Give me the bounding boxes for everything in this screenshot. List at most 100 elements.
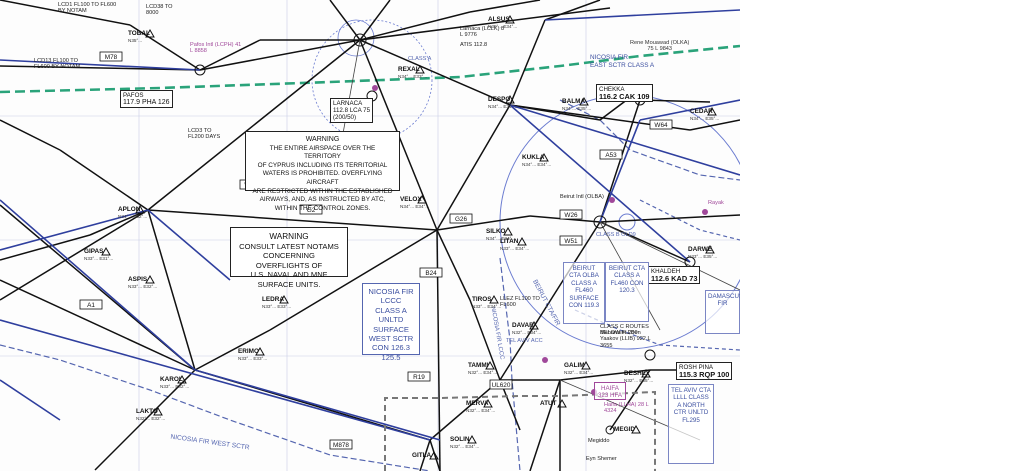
navaid-roshpina-freq: 115.3 RQP 100 (679, 370, 730, 379)
waypoint-davar[interactable]: DAVAR (512, 322, 534, 329)
beirut-olba-class: BEIRUT CTA OLBA CLASS A FL460 SURFACE CO… (563, 262, 605, 324)
fir-west-line-6: CON 126.3 125.5 (372, 343, 410, 362)
waypoint-coord-davar: N32°... E34°... (512, 330, 542, 335)
waypoint-karol[interactable]: KAROL (160, 376, 183, 383)
airway-tag-box-r19 (407, 371, 431, 382)
waypoint-coord-litan: N33°... E34°... (500, 246, 530, 251)
waypoint-rexal[interactable]: REXAL (398, 66, 420, 73)
airway-tag-ul620: UL620 (492, 382, 511, 389)
label-eyn-shemer: Eyn Shemer (586, 456, 617, 462)
waypoint-triangle-gitla (429, 450, 439, 460)
nicosia-fir-east-top: NICOSIA FIR EAST SCTR CLASS A (590, 54, 654, 69)
waypoint-coord-tobal: N35°... (128, 38, 143, 43)
label-fir-class-a: CLASS A (408, 56, 432, 62)
waypoint-triangle-velox (417, 194, 427, 204)
label-beirut-intl: Beirut Intl (OLBA) (560, 194, 604, 200)
fir-east-line-0: NICOSIA FIR (590, 54, 628, 61)
fir-west-line-1: LCCC (380, 296, 402, 306)
waypoint-lakto[interactable]: LAKTO (136, 408, 158, 415)
waypoint-coord-galim: N32°... E34°... (564, 370, 594, 375)
navaid-khalde-freq: 112.6 KAD 73 (651, 274, 698, 283)
waypoint-gitla[interactable]: GITLA (412, 452, 432, 459)
waypoint-galim[interactable]: GALIM (564, 362, 585, 369)
label-haifa-apt: Haifa (LLHA) 28 L 4324 (604, 402, 649, 415)
navaid-chekka-name: CHEKKA (599, 86, 625, 93)
navaid-roshpina[interactable]: ROSH PINA 115.3 RQP 100 (676, 362, 733, 380)
navaid-larnaca[interactable]: LARNACA 112.8 LCA 75 (200/50) (330, 98, 374, 123)
waypoint-gipas[interactable]: GIPAS (84, 248, 104, 255)
waypoint-coord-despo: N34°... E34°... (488, 104, 518, 109)
waypoint-coord-gipas: N33°... E31°... (84, 256, 114, 261)
fir-west-line-5: WEST SCTR (368, 334, 414, 344)
airway-tag-g26: G26 (455, 216, 468, 223)
waypoint-coord-erimo: N33°... E33°... (238, 356, 268, 361)
waypoint-triangle-solin (467, 434, 477, 444)
waypoint-velox[interactable]: VELOX (400, 196, 422, 203)
waypoint-cedar[interactable]: CEDAR (690, 108, 713, 115)
airway-tag-box-w26 (559, 209, 583, 220)
aeronautical-chart[interactable]: G2G26W26W53M78M878B24A1A53UL620W51W64R19… (0, 0, 740, 471)
waypoint-triangle-balma (579, 96, 589, 106)
waypoint-coord-aspis: N33°... E32°... (128, 284, 158, 289)
waypoint-triangle-karol (177, 374, 187, 384)
navaid-olka[interactable]: Rene Mouawad (OLKA) 75 L 9843 (630, 40, 689, 53)
waypoint-triangle-alsus (505, 14, 515, 24)
restricted-area-boundary (384, 390, 656, 471)
damascus-class: DAMASCUS FIR (705, 290, 740, 334)
waypoint-ledra[interactable]: LEDRA (262, 296, 285, 303)
waypoint-triangle-ledra (279, 294, 289, 304)
waypoint-tobal[interactable]: TOBAL (128, 30, 150, 37)
waypoint-aspis[interactable]: ASPIS (128, 276, 148, 283)
waypoint-triangle-lakto (153, 406, 163, 416)
waypoint-atut[interactable]: ATUT (540, 400, 557, 407)
beirut-cta-class: BEIRUT CTA CLASS A FL460 CON 120.3 (605, 262, 649, 322)
navaid-pafos-freq: 117.9 PHA 126 (123, 99, 170, 106)
airway-tag-box-w64 (649, 119, 673, 130)
waypoint-alsus[interactable]: ALSUS (488, 16, 510, 23)
airway-tag-box-w51 (559, 235, 583, 246)
label-mahanaim: Mahanaim I Ben Yaakov (LLIB) 922 L 3655 (600, 330, 651, 349)
waypoint-triangle-galim (581, 360, 591, 370)
haifa-class: HAIFA 323 HFA (594, 382, 626, 400)
airway-tag-b24: B24 (425, 270, 437, 277)
warning-cyprus-line-1: THE ENTIRE AIRSPACE OVER THE TERRITORY (269, 144, 376, 161)
waypoint-aplon[interactable]: APLON (118, 206, 141, 213)
airway-tag-w26: W26 (564, 212, 578, 219)
waypoint-deshe[interactable]: DESHE (624, 370, 647, 377)
waypoint-triangle-deshe (641, 368, 651, 378)
airway-tag-a1: A1 (87, 302, 95, 309)
waypoint-coord-alsus: N35°... E34°... (488, 24, 518, 29)
waypoint-merva[interactable]: MERVA (466, 400, 489, 407)
waypoint-erimo[interactable]: ERIMO (238, 348, 259, 355)
warning-cyprus-line-2: OF CYPRUS INCLUDING ITS TERRITORIAL (257, 161, 388, 169)
waypoint-triangle-kukla (539, 152, 549, 162)
navaid-pafos-name: PAFOS (123, 92, 144, 99)
label-lcd13: LCD13 FL100 TO FL600 BY NOTAM (34, 58, 81, 71)
waypoint-tammi[interactable]: TAMMI (468, 362, 489, 369)
fir-west-line-2: CLASS A (375, 305, 407, 315)
navaid-pafos[interactable]: PAFOS 117.9 PHA 126 (120, 90, 173, 108)
navaid-chekka[interactable]: CHEKKA 116.2 CAK 109 (596, 84, 653, 102)
waypoint-darwe[interactable]: DARWE (688, 246, 713, 253)
waypoint-solin[interactable]: SOLIN (450, 436, 470, 443)
waypoint-megid[interactable]: MEGID (614, 426, 635, 433)
waypoint-despo[interactable]: DESPO (488, 96, 511, 103)
airway-tag-w51: W51 (564, 238, 578, 245)
compass-rose-larnaca (311, 19, 433, 141)
navaid-roshpina-name: ROSH PINA (679, 364, 714, 371)
waypoint-balma[interactable]: BALMA (562, 98, 586, 105)
waypoint-triangle-darwe (705, 244, 715, 254)
waypoint-litan[interactable]: LITAN (500, 238, 519, 245)
airway-tag-a53: A53 (605, 152, 617, 159)
waypoint-silko[interactable]: SILKO (486, 228, 506, 235)
airway-tag-box-g26 (449, 213, 473, 224)
waypoint-tiros[interactable]: TIROS (472, 296, 492, 303)
warning-cyprus-line-4: ARE RESTRICTED WITHIN THE ESTABLISHED (252, 187, 393, 195)
navaid-khalde[interactable]: KHALDEH 112.6 KAD 73 (648, 266, 701, 284)
waypoint-coord-lakto: N32°... E32°... (136, 416, 166, 421)
airway-tag-box-m78 (99, 51, 123, 62)
waypoint-kukla[interactable]: KUKLA (522, 154, 545, 161)
navaid-olka-name: Rene Mouawad (OLKA) (630, 40, 690, 46)
navaid-larnaca-extra: (200/50) (333, 114, 357, 121)
waypoint-coord-balma: N34°... E35°... (562, 106, 592, 111)
